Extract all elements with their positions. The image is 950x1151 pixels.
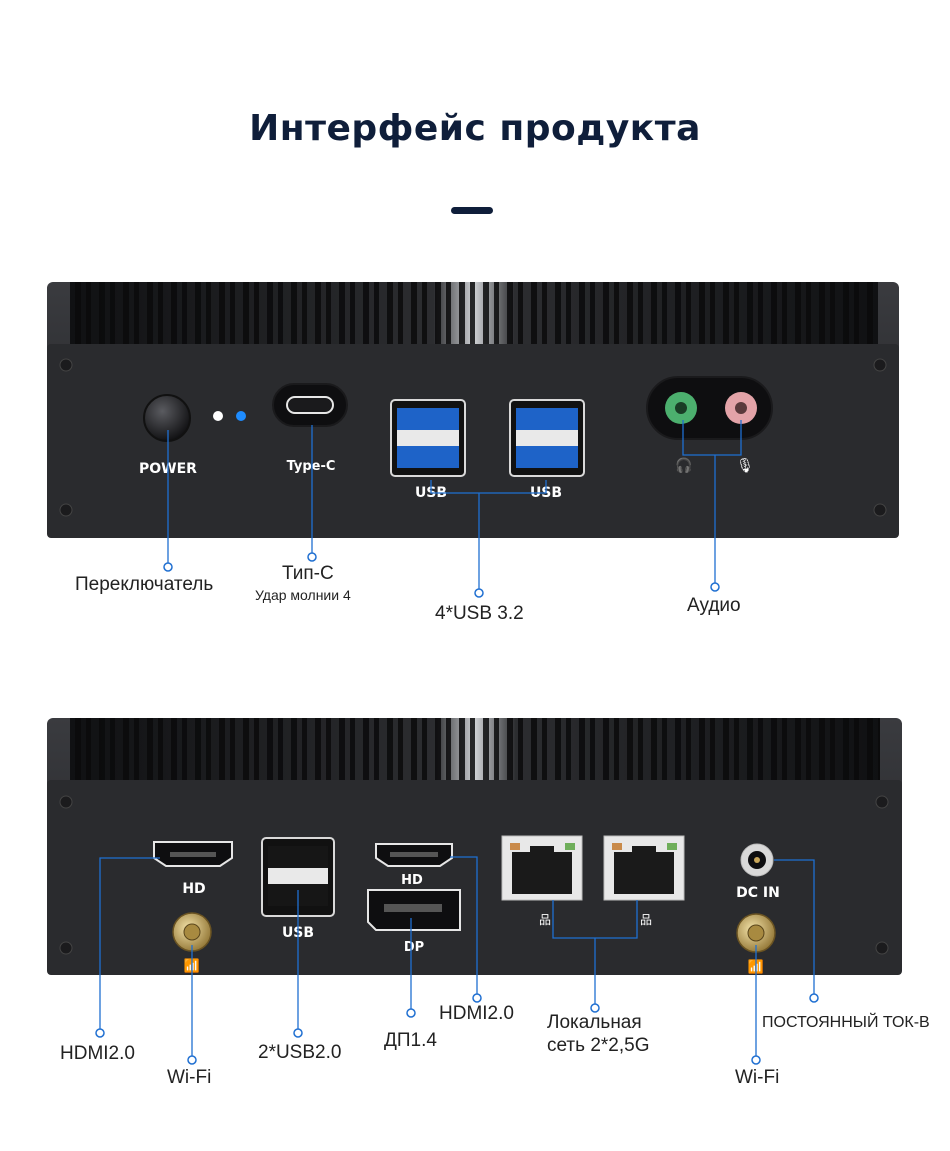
callout-wifi-left: Wi-Fi — [167, 1067, 212, 1088]
usb3-port-right-graphic — [509, 399, 585, 477]
hdmi-port-left-graphic — [153, 841, 233, 867]
front-callout-dots — [163, 552, 720, 598]
headphone-icon: 🎧 — [675, 457, 692, 474]
callout-switch: Переключатель — [75, 574, 214, 595]
hdmi-port-mid-graphic — [375, 843, 453, 867]
back-callout-dots — [95, 993, 819, 1065]
callout-usb32: 4*USB 3.2 — [435, 603, 524, 624]
callout-typec: Тип-C — [282, 563, 334, 584]
callout-wifi-right: Wi-Fi — [735, 1067, 780, 1088]
network-icon-left: 品 — [539, 913, 551, 927]
back-chassis — [47, 718, 902, 975]
led-white — [213, 411, 223, 421]
dp-label: DP — [404, 940, 424, 955]
lan-port-left-graphic — [501, 835, 583, 901]
callout-dc: ПОСТОЯННЫЙ ТОК-В — [762, 1014, 930, 1031]
microphone-icon: 🎙 — [736, 457, 754, 473]
callout-usb20: 2*USB2.0 — [258, 1042, 342, 1063]
led-blue — [236, 411, 246, 421]
network-icon-right: 品 — [640, 913, 652, 927]
hd-label-mid: HD — [401, 873, 423, 888]
callout-hdmi-left: HDMI2.0 — [60, 1043, 135, 1064]
callout-audio: Аудио — [687, 595, 741, 616]
back-callout-lines — [99, 856, 815, 1060]
callout-dp14: ДП1.4 — [384, 1030, 437, 1051]
callout-hdmi-mid: HDMI2.0 — [439, 1003, 514, 1024]
page-title: Интерфейс продукта — [249, 108, 701, 149]
title-underline — [451, 207, 493, 214]
usb3-port-left-graphic — [390, 399, 466, 477]
dc-in-jack-graphic — [740, 843, 774, 877]
typec-label: Type-C — [287, 459, 336, 474]
dc-in-label: DC IN — [736, 885, 780, 901]
front-callout-lines — [167, 420, 742, 593]
power-button-graphic — [143, 394, 191, 442]
callout-lan-line1: Локальная — [547, 1012, 642, 1033]
typec-port-graphic — [272, 383, 348, 427]
lan-port-right-graphic — [603, 835, 685, 901]
audio-jacks-graphic — [646, 376, 773, 440]
hd-label-left: HD — [182, 881, 205, 897]
callout-typec-sub: Удар молнии 4 — [255, 587, 351, 603]
callout-lan-line2: сеть 2*2,5G — [547, 1035, 650, 1056]
displayport-graphic — [367, 889, 461, 931]
